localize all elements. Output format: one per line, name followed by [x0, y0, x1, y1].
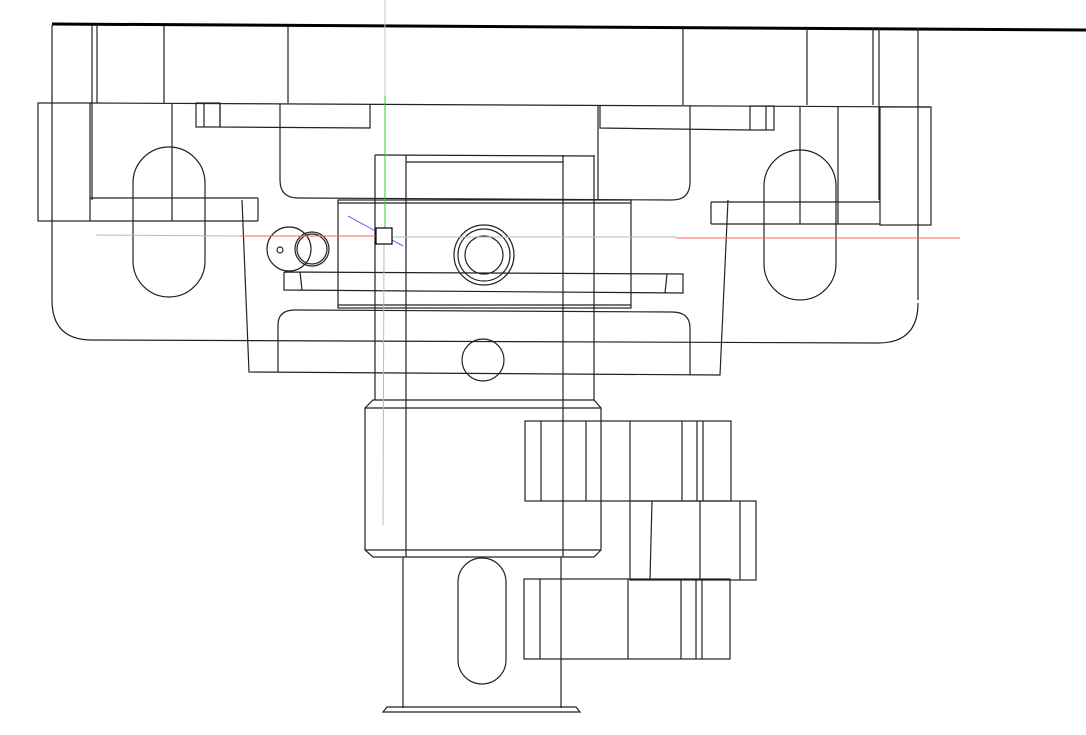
crosshair-cursor — [95, 0, 960, 526]
drawing-geometry — [37, 22, 1086, 713]
